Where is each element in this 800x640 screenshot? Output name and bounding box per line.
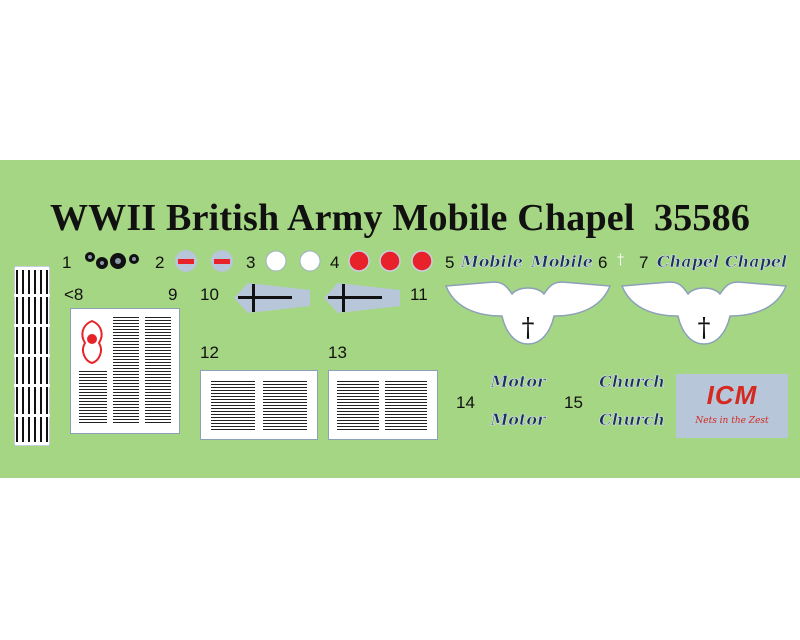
decal-5-mobile-b: Mobile xyxy=(531,252,594,272)
sheet-title: WWII British Army Mobile Chapel 35586 xyxy=(49,197,751,239)
decal-13-text-a xyxy=(337,381,379,431)
decal-number-6: 6 xyxy=(598,253,608,272)
decal-1-gauges xyxy=(85,252,139,269)
decal-number-1: 1 xyxy=(62,253,72,272)
decal-9-emblem xyxy=(81,319,103,365)
decal-9-text-a xyxy=(79,371,107,425)
decal-number-4: 4 xyxy=(330,253,340,272)
svg-text:†: † xyxy=(522,313,535,343)
decal-number-5: 5 xyxy=(445,253,455,272)
decal-12-text-b xyxy=(263,381,307,431)
decal-number-15: 15 xyxy=(564,393,583,412)
decal-7-wing-emblem: † xyxy=(620,281,788,345)
decal-15-church-b: Church xyxy=(599,410,665,430)
decal-5-mobile-a: Mobile xyxy=(461,252,524,272)
decal-8-strip xyxy=(14,266,50,446)
decal-number-10: 10 xyxy=(200,285,219,304)
decal-5-wing-emblem: † xyxy=(444,281,612,345)
decal-sheet: WWII British Army Mobile Chapel 35586 1 … xyxy=(0,160,800,478)
icm-logo: ICM Nets in the Zest xyxy=(676,374,788,438)
decal-14-motor-b: Motor xyxy=(490,410,546,430)
decal-2-badges xyxy=(175,250,233,272)
decal-7-chapel-a: Chapel xyxy=(656,252,720,272)
decal-number-8: <8 xyxy=(64,285,84,304)
decal-number-12: 12 xyxy=(200,343,219,362)
decal-12-text-a xyxy=(211,381,255,431)
decal-9-document xyxy=(70,308,180,434)
svg-text:†: † xyxy=(698,313,711,343)
decal-number-3: 3 xyxy=(246,253,256,272)
icm-logo-tagline: Nets in the Zest xyxy=(695,416,769,426)
decal-14-motor-a: Motor xyxy=(490,372,546,392)
decal-9-text-c xyxy=(145,317,171,425)
decal-13-text-b xyxy=(385,381,427,431)
decal-number-11: 11 xyxy=(410,285,428,304)
decal-9-text-b xyxy=(113,317,139,425)
decal-11-coffin xyxy=(324,283,400,313)
icm-logo-text: ICM xyxy=(706,380,758,410)
decal-number-13: 13 xyxy=(328,343,347,362)
decal-number-14: 14 xyxy=(456,393,475,412)
decal-13-document xyxy=(328,370,438,440)
decal-10-coffin xyxy=(234,283,310,313)
decal-6-cross: † xyxy=(617,252,624,268)
decal-number-7: 7 xyxy=(639,253,649,272)
decal-number-9: 9 xyxy=(168,285,178,304)
decal-3-white-dots xyxy=(265,250,321,272)
decal-4-red-dots xyxy=(348,250,433,272)
decal-7-chapel-b: Chapel xyxy=(724,252,788,272)
decal-number-2: 2 xyxy=(155,253,165,272)
decal-15-church-a: Church xyxy=(599,372,665,392)
decal-12-document xyxy=(200,370,318,440)
